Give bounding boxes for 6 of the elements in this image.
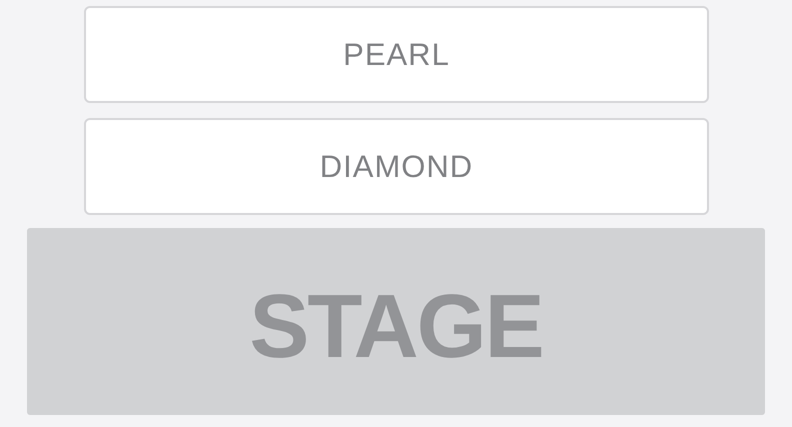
section-label: DIAMOND <box>320 148 474 184</box>
seating-section-box <box>84 6 709 103</box>
seating-section-box <box>84 118 709 215</box>
stage-area <box>27 228 765 415</box>
section-label: PEARL <box>343 36 450 72</box>
stage-label: STAGE <box>249 278 543 377</box>
